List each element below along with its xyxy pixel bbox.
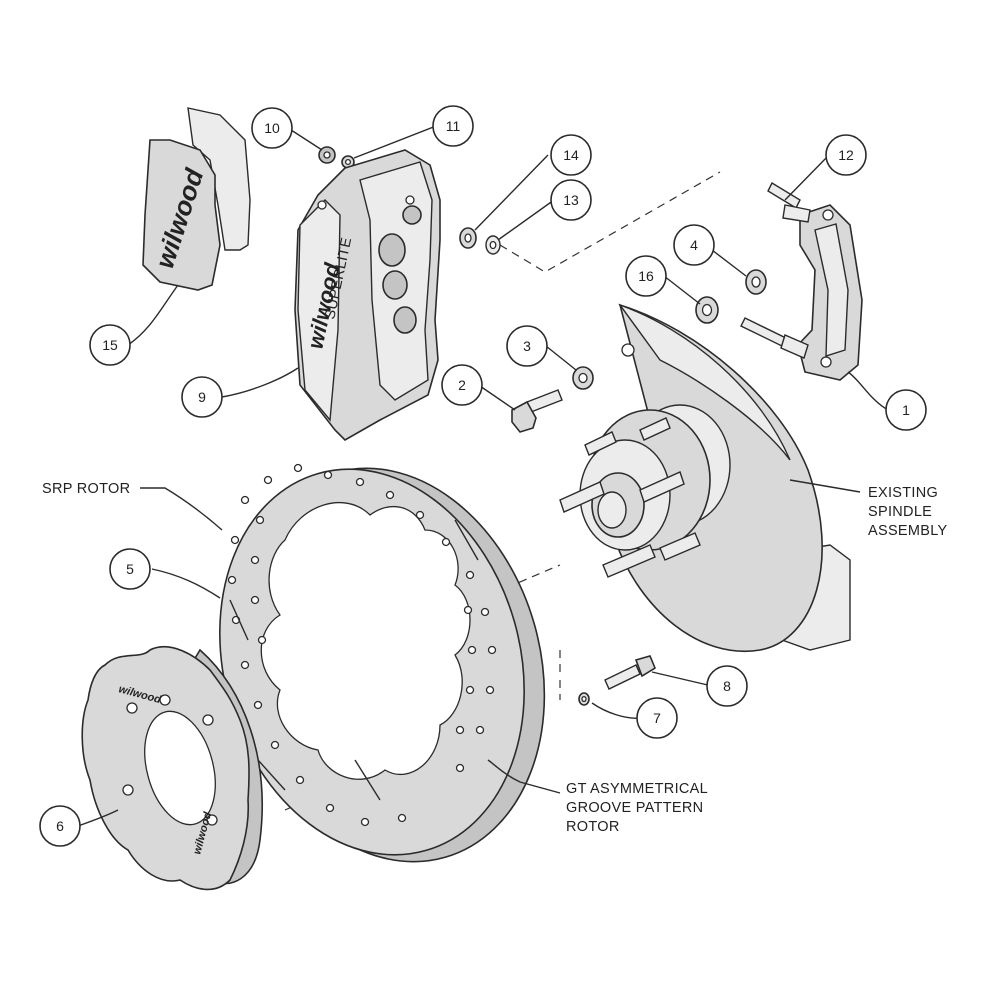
existing-spindle-label-line-2: SPINDLE <box>868 504 932 520</box>
srp-rotor-5 <box>219 463 546 863</box>
callout-8-number: 8 <box>723 678 731 694</box>
callout-7-number: 7 <box>653 710 661 726</box>
callout-15: 15 <box>89 324 131 366</box>
callout-13-number: 13 <box>563 192 579 208</box>
callout-8: 8 <box>706 665 748 707</box>
bleeder-screw-10 <box>318 146 336 164</box>
washer-16 <box>695 296 719 324</box>
callout-7: 7 <box>636 697 678 739</box>
gt-rotor-label-line-1: GT ASYMMETRICAL <box>566 781 708 797</box>
callout-1: 1 <box>885 389 927 431</box>
gt-rotor-label: GT ASYMMETRICAL GROOVE PATTERN ROTOR <box>566 781 708 835</box>
callout-9-number: 9 <box>198 389 206 405</box>
callout-3-number: 3 <box>523 338 531 354</box>
callout-15-number: 15 <box>102 337 118 353</box>
srp-rotor-label: SRP ROTOR <box>42 481 130 497</box>
caliper-9: wilwood SUPERLITE <box>294 149 441 441</box>
callout-10: 10 <box>251 107 293 149</box>
callout-14-number: 14 <box>563 147 579 163</box>
existing-spindle-label-line-1: EXISTING <box>868 485 938 501</box>
callout-1-number: 1 <box>902 402 910 418</box>
washer-7 <box>578 692 590 706</box>
rotor-drilled-holes <box>227 463 497 827</box>
bolt-8 <box>604 655 657 690</box>
callout-6: 6 <box>39 805 81 847</box>
caliper-bolt-2 <box>511 389 563 433</box>
washer-4 <box>745 269 767 295</box>
brake-pads-15: wilwood <box>142 107 251 291</box>
callout-13: 13 <box>550 179 592 221</box>
spacer-14 <box>459 227 477 249</box>
callout-11-number: 11 <box>446 118 461 134</box>
callout-16-number: 16 <box>638 268 654 284</box>
callout-3: 3 <box>506 325 548 367</box>
callout-5: 5 <box>109 548 151 590</box>
gt-rotor-label-line-2: GROOVE PATTERN <box>566 800 703 816</box>
callout-14: 14 <box>550 134 592 176</box>
callout-6-number: 6 <box>56 818 64 834</box>
callout-10-number: 10 <box>264 120 280 136</box>
shim-13 <box>485 235 501 255</box>
washer-3 <box>572 366 594 390</box>
callout-2-number: 2 <box>458 377 466 393</box>
caliper-mounting-bracket <box>740 182 863 381</box>
callout-5-number: 5 <box>126 561 134 577</box>
callout-16: 16 <box>625 255 667 297</box>
existing-spindle-assembly <box>559 303 851 653</box>
rotor-hat-6: wilwood wilwood <box>81 645 263 891</box>
existing-spindle-label: EXISTING SPINDLE ASSEMBLY <box>868 485 948 539</box>
wheel-studs <box>559 417 701 578</box>
callout-11: 11 <box>432 105 474 147</box>
callout-12-number: 12 <box>838 147 854 163</box>
callout-4-number: 4 <box>690 237 698 253</box>
callout-12: 12 <box>825 134 867 176</box>
existing-spindle-label-line-3: ASSEMBLY <box>868 523 948 539</box>
gt-rotor-label-line-3: ROTOR <box>566 819 620 835</box>
callout-2: 2 <box>441 364 483 406</box>
callout-4: 4 <box>673 224 715 266</box>
callout-9: 9 <box>181 376 223 418</box>
